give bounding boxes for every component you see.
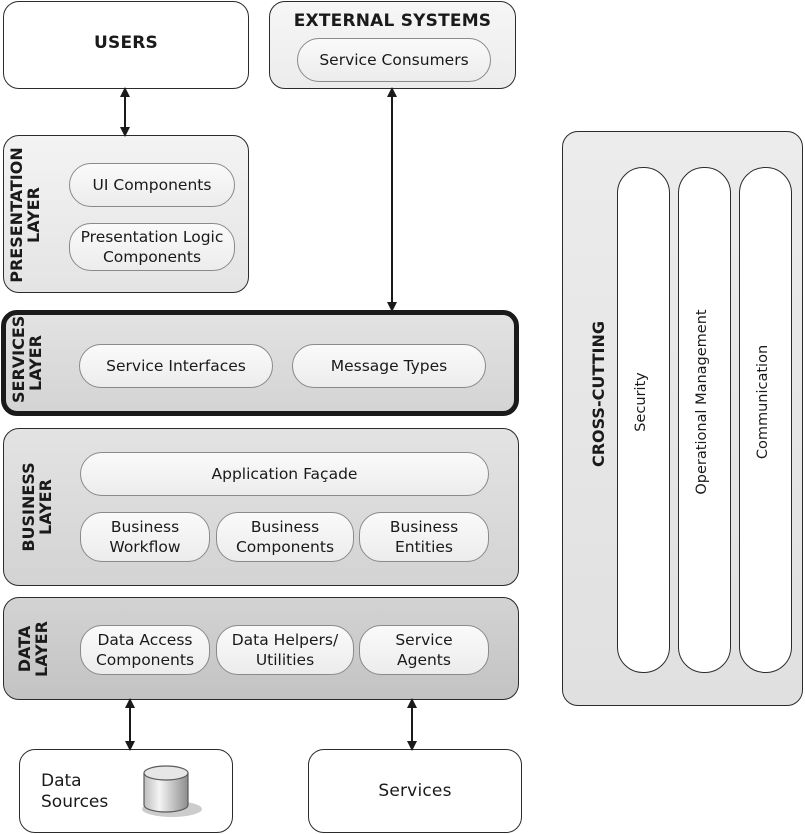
data-sources-line2: Sources [41, 792, 109, 812]
service-consumers-pill: Service Consumers [297, 38, 491, 82]
security-column [617, 167, 670, 673]
data-sources-label: Data Sources [41, 771, 108, 813]
services-box-label: Services [378, 781, 452, 801]
ui-components-pill: UI Components [69, 163, 235, 207]
business-workflow-pill: Business Workflow [80, 512, 210, 562]
communication-column [739, 167, 792, 673]
presentation-logic-components-pill: Presentation Logic Components [69, 223, 235, 271]
application-facade-pill: Application Façade [80, 452, 489, 496]
users-title: USERS [94, 33, 158, 53]
data-sources-box [19, 749, 233, 833]
services-box [308, 749, 522, 833]
message-types-pill: Message Types [292, 344, 486, 388]
operational-management-column [678, 167, 731, 673]
business-entities-pill: Business Entities [359, 512, 489, 562]
users-box [3, 1, 249, 89]
data-sources-line1: Data [41, 771, 82, 791]
business-components-pill: Business Components [216, 512, 354, 562]
service-interfaces-pill: Service Interfaces [79, 344, 273, 388]
service-agents-pill: Service Agents [359, 625, 489, 675]
data-helpers-utilities-pill: Data Helpers/ Utilities [216, 625, 354, 675]
external-systems-title: EXTERNAL SYSTEMS [293, 11, 492, 31]
data-access-components-pill: Data Access Components [80, 625, 210, 675]
